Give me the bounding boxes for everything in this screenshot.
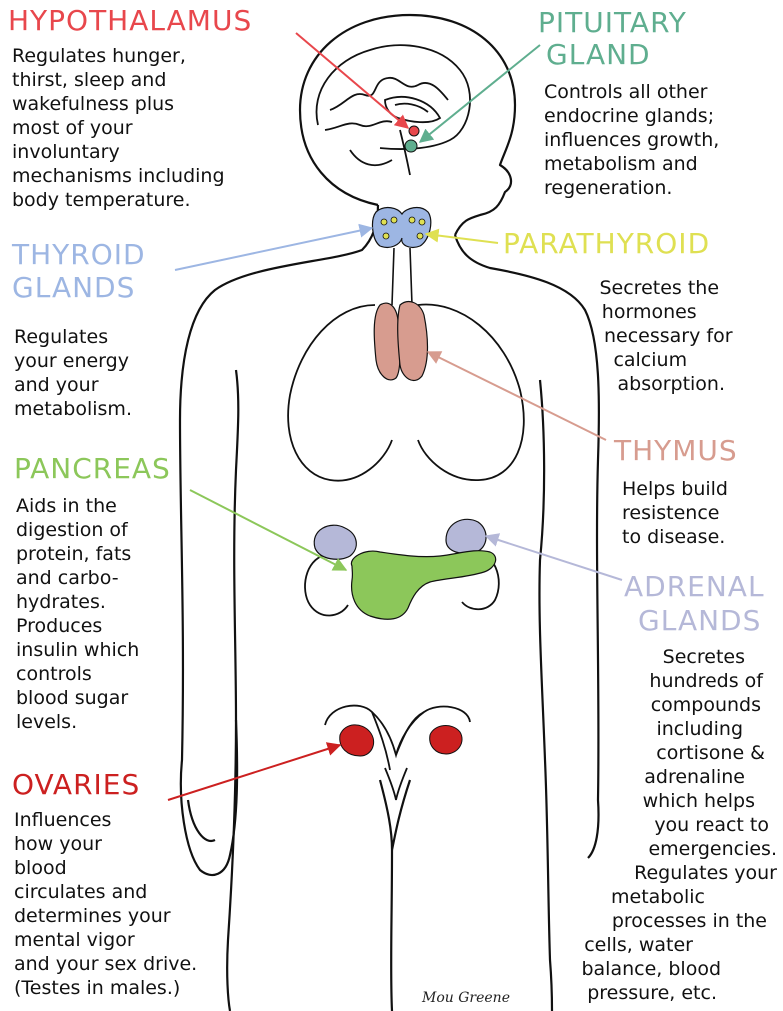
- thymus-gland: [374, 302, 427, 381]
- adrenal-arrow: [486, 536, 622, 580]
- pituitary-line: metabolism and: [544, 152, 719, 176]
- hypothalamus-line: most of your: [12, 116, 225, 140]
- parathyroid-line: calcium: [586, 348, 733, 372]
- thyroid-line: and your: [14, 373, 132, 397]
- adrenal-line: pressure, etc.: [552, 981, 777, 1005]
- hypothalamus-line: involuntary: [12, 140, 225, 164]
- adrenal-line: you react to: [552, 813, 777, 837]
- thymus-line: Helps build: [622, 477, 728, 501]
- hypothalamus-line: wakefulness plus: [12, 92, 225, 116]
- adrenal-line: processes in the: [552, 909, 777, 933]
- thymus-line: resistence: [622, 501, 728, 525]
- thyroid-title-2: GLANDS: [12, 273, 135, 303]
- pituitary-line: regeneration.: [544, 176, 719, 200]
- pancreas-title: PANCREAS: [14, 454, 171, 484]
- parathyroid-line: absorption.: [586, 372, 733, 396]
- ovaries-line: and your sex drive.: [14, 952, 197, 976]
- hypothalamus-line: body temperature.: [12, 188, 225, 212]
- hypothalamus-line: Regulates hunger,: [12, 44, 225, 68]
- pancreas-line: hydrates.: [16, 590, 139, 614]
- adrenal-line: cells, water: [552, 933, 777, 957]
- pituitary-line: influences growth,: [544, 128, 719, 152]
- ovaries-line: how your: [14, 832, 197, 856]
- adrenal-line: Regulates your: [552, 861, 777, 885]
- hypothalamus-title: HYPOTHALAMUS: [8, 6, 252, 36]
- adrenal-line: adrenaline: [552, 765, 777, 789]
- artist-signature: Mou Greene: [422, 990, 510, 1006]
- adrenal-line: metabolic: [552, 885, 777, 909]
- ovaries-line: Influences: [14, 808, 197, 832]
- parathyroid-arrow: [426, 234, 498, 243]
- hypothalamus-line: mechanisms including: [12, 164, 225, 188]
- adrenal-line: including: [552, 717, 777, 741]
- pancreas-line: and carbo-: [16, 566, 139, 590]
- adrenal-line: hundreds of: [552, 669, 777, 693]
- trachea: [392, 248, 412, 305]
- thyroid-line: your energy: [14, 349, 132, 373]
- thyroid-description: Regulates your energy and your metabolis…: [14, 325, 132, 421]
- adrenal-line: emergencies.: [552, 837, 777, 861]
- brain: [317, 45, 471, 175]
- ovaries-line: determines your: [14, 904, 197, 928]
- thyroid-line: metabolism.: [14, 397, 132, 421]
- ovaries-arrow: [168, 745, 340, 800]
- ovaries-line: circulates and: [14, 880, 197, 904]
- adrenal-line: Secretes: [552, 645, 777, 669]
- ovaries-line: (Testes in males.): [14, 976, 197, 1000]
- thymus-description: Helps build resistence to disease.: [622, 477, 728, 549]
- hypothalamus-arrow: [296, 33, 408, 128]
- pancreas-line: blood sugar: [16, 686, 139, 710]
- pituitary-line: endocrine glands;: [544, 104, 719, 128]
- pituitary-title-2: GLAND: [546, 40, 651, 70]
- pituitary-arrow: [420, 45, 540, 142]
- adrenal-line: balance, blood: [552, 957, 777, 981]
- parathyroid-line: necessary for: [586, 324, 733, 348]
- parathyroid-description: Secretes the hormones necessary for calc…: [586, 276, 733, 396]
- thyroid-title-1: THYROID: [12, 240, 146, 270]
- adrenal-title-2: GLANDS: [638, 606, 761, 636]
- pituitary-description: Controls all other endocrine glands; inf…: [544, 80, 719, 200]
- thyroid-line: Regulates: [14, 325, 132, 349]
- pituitary-gland: [405, 140, 417, 152]
- adrenal-title-1: ADRENAL: [624, 572, 765, 602]
- adrenal-line: compounds: [552, 693, 777, 717]
- parathyroid-line: Secretes the: [586, 276, 733, 300]
- thyroid-arrow: [175, 228, 372, 270]
- parathyroid-line: hormones: [586, 300, 733, 324]
- hypothalamus-description: Regulates hunger, thirst, sleep and wake…: [12, 44, 225, 212]
- ovaries-line: mental vigor: [14, 928, 197, 952]
- pituitary-title-1: PITUITARY: [538, 8, 687, 38]
- parathyroid-title: PARATHYROID: [503, 229, 710, 259]
- body-outline: [180, 15, 599, 1011]
- ovaries-title: OVARIES: [12, 770, 140, 800]
- ovaries-line: blood: [14, 856, 197, 880]
- ovaries-description: Influences how your blood circulates and…: [14, 808, 197, 1000]
- adrenal-line: which helps: [552, 789, 777, 813]
- pancreas-line: Aids in the: [16, 494, 139, 518]
- pancreas-line: controls: [16, 662, 139, 686]
- pancreas-line: insulin which: [16, 638, 139, 662]
- pancreas-line: protein, fats: [16, 542, 139, 566]
- hypothalamus-line: thirst, sleep and: [12, 68, 225, 92]
- pancreas-line: levels.: [16, 710, 139, 734]
- thyroid-gland: [373, 208, 431, 248]
- hypothalamus-gland: [409, 126, 419, 136]
- pancreas-description: Aids in the digestion of protein, fats a…: [16, 494, 139, 734]
- adrenal-line: cortisone &: [552, 741, 777, 765]
- thymus-line: to disease.: [622, 525, 728, 549]
- pancreas-line: digestion of: [16, 518, 139, 542]
- adrenal-description: Secretes hundreds of compounds including…: [552, 645, 777, 1005]
- thymus-arrow: [428, 352, 606, 440]
- pituitary-line: Controls all other: [544, 80, 719, 104]
- pancreas-line: Produces: [16, 614, 139, 638]
- thymus-title: THYMUS: [614, 436, 738, 466]
